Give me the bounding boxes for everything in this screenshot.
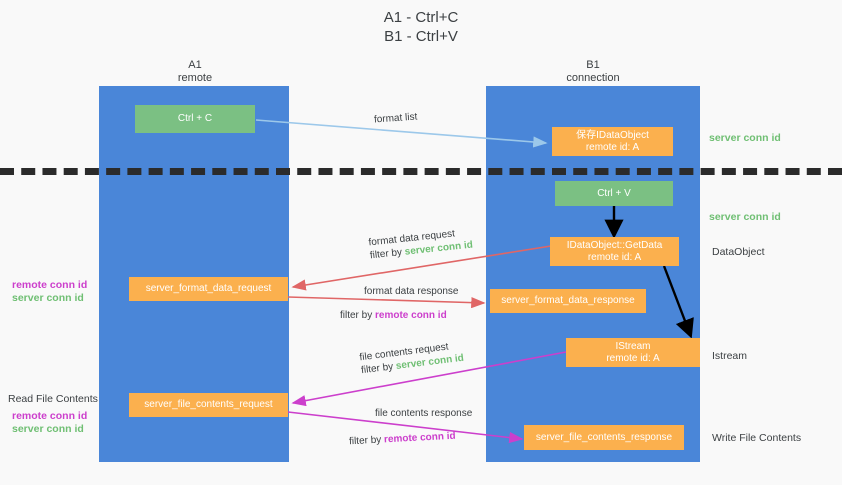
edge-label-format-data-response-text: format data response bbox=[364, 286, 459, 297]
left-annotation-format-remote-conn-id: remote conn id bbox=[12, 279, 88, 291]
column-a1-name: A1 bbox=[188, 59, 202, 71]
left-annotation-read-file-contents: Read File Contents bbox=[8, 393, 98, 406]
right-annotation-istream: Istream bbox=[712, 350, 748, 362]
title-line-1: A1 - Ctrl+C bbox=[383, 9, 459, 26]
box-server-file-contents-response-label: server_file_contents_response bbox=[535, 431, 673, 443]
box-ctrl-c[interactable]: Ctrl + C bbox=[135, 105, 255, 133]
column-a1-sub: remote bbox=[177, 72, 213, 84]
filter-value-remote-conn-id-1: remote conn id bbox=[375, 310, 447, 321]
box-server-file-contents-request[interactable]: server_file_contents_request bbox=[129, 393, 288, 417]
edge-label-file-contents-request: file contents request filter by server c… bbox=[359, 339, 465, 377]
edge-label-format-list: format list bbox=[374, 111, 418, 127]
box-server-format-data-request[interactable]: server_format_data_request bbox=[129, 277, 288, 301]
box-server-format-data-response-label: server_format_data_response bbox=[501, 295, 635, 306]
box-istream-line1: IStream bbox=[615, 340, 651, 352]
box-server-file-contents-request-label: server_file_contents_request bbox=[144, 399, 273, 410]
right-annotation-server-conn-id-mid: server conn id bbox=[709, 211, 781, 223]
edge-label-format-list-text: format list bbox=[373, 111, 418, 126]
box-save-idataobject-line1: 保存IDataObject bbox=[576, 129, 649, 141]
box-istream[interactable]: IStream remote id: A bbox=[566, 338, 700, 367]
box-server-format-data-response[interactable]: server_format_data_response bbox=[490, 289, 646, 313]
edge-label-file-contents-response: file contents response filter by remote … bbox=[349, 407, 473, 447]
left-annotation-format-conn-ids: remote conn id server conn id bbox=[12, 279, 87, 305]
box-ctrl-v[interactable]: Ctrl + V bbox=[555, 181, 673, 206]
box-idataobject-getdata[interactable]: IDataObject::GetData remote id: A bbox=[550, 237, 679, 266]
box-server-format-data-request-label: server_format_data_request bbox=[145, 283, 272, 294]
column-header-b1: B1 connection bbox=[538, 59, 648, 85]
right-annotation-server-conn-id-top: server conn id bbox=[709, 132, 781, 144]
box-ctrl-v-label: Ctrl + V bbox=[597, 187, 631, 199]
edge-label-format-data-response: format data response filter by remote co… bbox=[340, 285, 459, 322]
box-save-idataobject-line2: remote id: A bbox=[585, 141, 640, 153]
left-annotation-file-conn-ids: remote conn id server conn id bbox=[12, 410, 87, 436]
left-annotation-format-server-conn-id: server conn id bbox=[12, 292, 84, 304]
filter-value-remote-conn-id-2: remote conn id bbox=[383, 430, 456, 446]
column-b1-sub: connection bbox=[566, 72, 620, 84]
box-save-idataobject[interactable]: 保存IDataObject remote id: A bbox=[552, 127, 673, 156]
edge-label-file-contents-response-filter: filter by remote conn id bbox=[348, 430, 456, 448]
left-annotation-file-remote-conn-id: remote conn id bbox=[12, 410, 88, 422]
right-annotation-write-file-contents: Write File Contents bbox=[712, 432, 802, 444]
box-ctrl-c-label: Ctrl + C bbox=[177, 113, 213, 124]
title-line-2: B1 - Ctrl+V bbox=[384, 28, 458, 45]
edge-label-format-data-request: format data request filter by server con… bbox=[368, 226, 474, 263]
phase-divider bbox=[0, 168, 842, 175]
column-b1-name: B1 bbox=[586, 59, 600, 71]
column-header-a1: A1 remote bbox=[140, 59, 250, 85]
box-idataobject-getdata-line1: IDataObject::GetData bbox=[566, 239, 663, 251]
right-annotation-dataobject: DataObject bbox=[712, 246, 765, 258]
diagram-title: A1 - Ctrl+C B1 - Ctrl+V bbox=[0, 8, 842, 46]
edge-label-format-data-response-filter: filter by remote conn id bbox=[340, 310, 447, 321]
edge-label-file-contents-response-text: file contents response bbox=[375, 408, 473, 419]
box-server-file-contents-response[interactable]: server_file_contents_response bbox=[524, 425, 684, 450]
left-annotation-read-file-contents-text: Read File Contents bbox=[8, 393, 98, 405]
left-annotation-file-server-conn-id: server conn id bbox=[12, 423, 84, 435]
box-idataobject-getdata-line2: remote id: A bbox=[587, 251, 642, 263]
box-istream-line2: remote id: A bbox=[606, 352, 660, 364]
